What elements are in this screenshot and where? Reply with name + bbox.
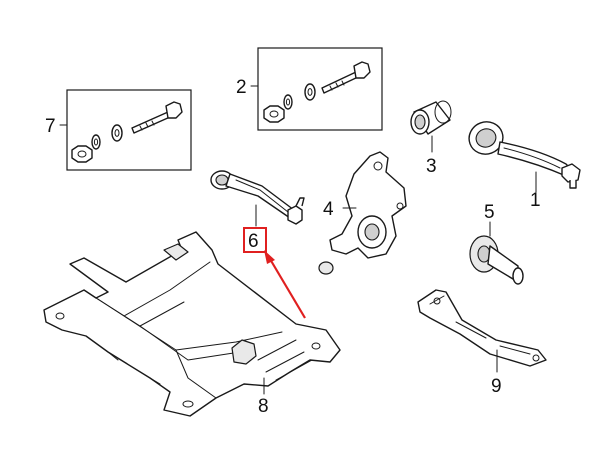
part-9-brace bbox=[417, 289, 547, 367]
part-2-bolt-kit bbox=[257, 47, 383, 131]
part-2-frame bbox=[257, 47, 383, 131]
highlight-arrow bbox=[264, 250, 306, 319]
part-8-subframe bbox=[43, 231, 341, 417]
callout-4: 4 bbox=[323, 199, 334, 220]
part-6-link-arm bbox=[210, 170, 305, 225]
callout-8: 8 bbox=[258, 396, 269, 417]
part-3-bushing bbox=[410, 100, 452, 135]
callout-2: 2 bbox=[236, 77, 247, 98]
part-7-bolt-kit bbox=[66, 89, 192, 171]
part-4-steering-knuckle bbox=[318, 151, 407, 275]
callout-6-highlight-box bbox=[243, 227, 267, 253]
callout-3: 3 bbox=[426, 156, 437, 177]
callout-6: 6 bbox=[248, 231, 259, 252]
part-7-frame bbox=[66, 89, 192, 171]
callout-5: 5 bbox=[484, 202, 495, 223]
callout-9: 9 bbox=[491, 376, 502, 397]
callout-7: 7 bbox=[45, 116, 56, 137]
part-1-control-arm bbox=[468, 121, 581, 189]
callout-1: 1 bbox=[530, 190, 541, 211]
part-5-wheel-hub bbox=[469, 235, 524, 285]
